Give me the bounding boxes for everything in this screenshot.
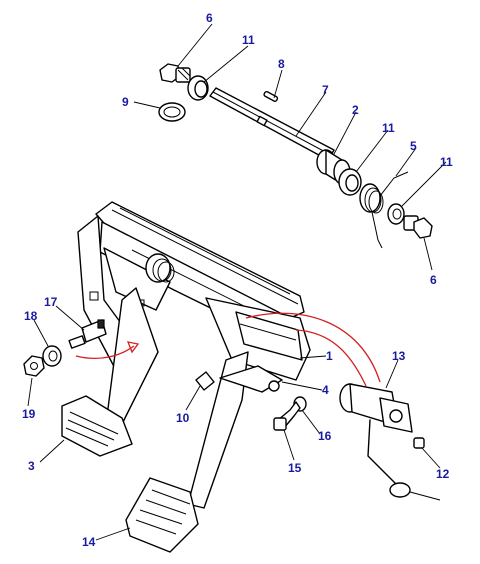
callout-11-middle: 11: [382, 121, 395, 135]
bolt-15: [273, 401, 301, 431]
callout-9: 9: [122, 95, 129, 109]
bolt-upper-left: [159, 63, 191, 83]
washer-18: [42, 345, 62, 367]
nut-19: [23, 355, 45, 377]
callout-14: 14: [82, 535, 96, 549]
master-cylinder-13: [339, 383, 441, 501]
callout-11-upper: 11: [242, 33, 255, 47]
sleeve-2: [316, 149, 351, 185]
callout-11-right: 11: [440, 155, 453, 169]
callout-12: 12: [436, 467, 450, 481]
brake-pedal-pad-14: [125, 477, 199, 553]
bush-upper-left: [187, 75, 209, 101]
callout-16: 16: [318, 429, 332, 443]
spring-5: [359, 171, 409, 249]
shaft-7: [209, 87, 335, 161]
bolt-12: [413, 437, 425, 449]
callout-6-upper: 6: [206, 11, 213, 25]
callout-19: 19: [22, 407, 36, 421]
washer-11c: [387, 203, 405, 225]
pin-8: [263, 90, 279, 102]
route-line-cylinder-2: [295, 329, 367, 387]
callout-15: 15: [288, 461, 302, 475]
callout-18: 18: [24, 309, 38, 323]
callout-17: 17: [44, 295, 58, 309]
callout-10: 10: [176, 411, 190, 425]
callout-7: 7: [322, 83, 329, 97]
callout-1: 1: [326, 349, 333, 363]
callout-13: 13: [392, 349, 406, 363]
bush-upper-mid: [338, 168, 362, 196]
callout-5: 5: [410, 139, 417, 153]
callout-2: 2: [352, 103, 359, 117]
callout-4: 4: [322, 383, 329, 397]
route-line-cylinder: [245, 312, 381, 383]
switch-17: [68, 319, 107, 349]
bolt-upper-right: [403, 215, 433, 239]
pivot-spring-housing: [145, 253, 175, 283]
callout-8: 8: [278, 57, 285, 71]
callout-3: 3: [28, 459, 35, 473]
circlip-9: [158, 102, 186, 122]
callout-6-lower: 6: [430, 273, 437, 287]
leader-lines: [27, 23, 447, 541]
clip-10: [195, 371, 215, 391]
brake-pedal-lever: [187, 351, 249, 509]
pedal-pivot-link-4: [219, 365, 283, 393]
clutch-pedal-pad-3: [61, 395, 133, 457]
clutch-pedal-lever: [105, 287, 159, 429]
callouts: 6 11 8 9 7 2 11 5 11 6 17 18 19 1 13 4 1…: [22, 11, 453, 549]
